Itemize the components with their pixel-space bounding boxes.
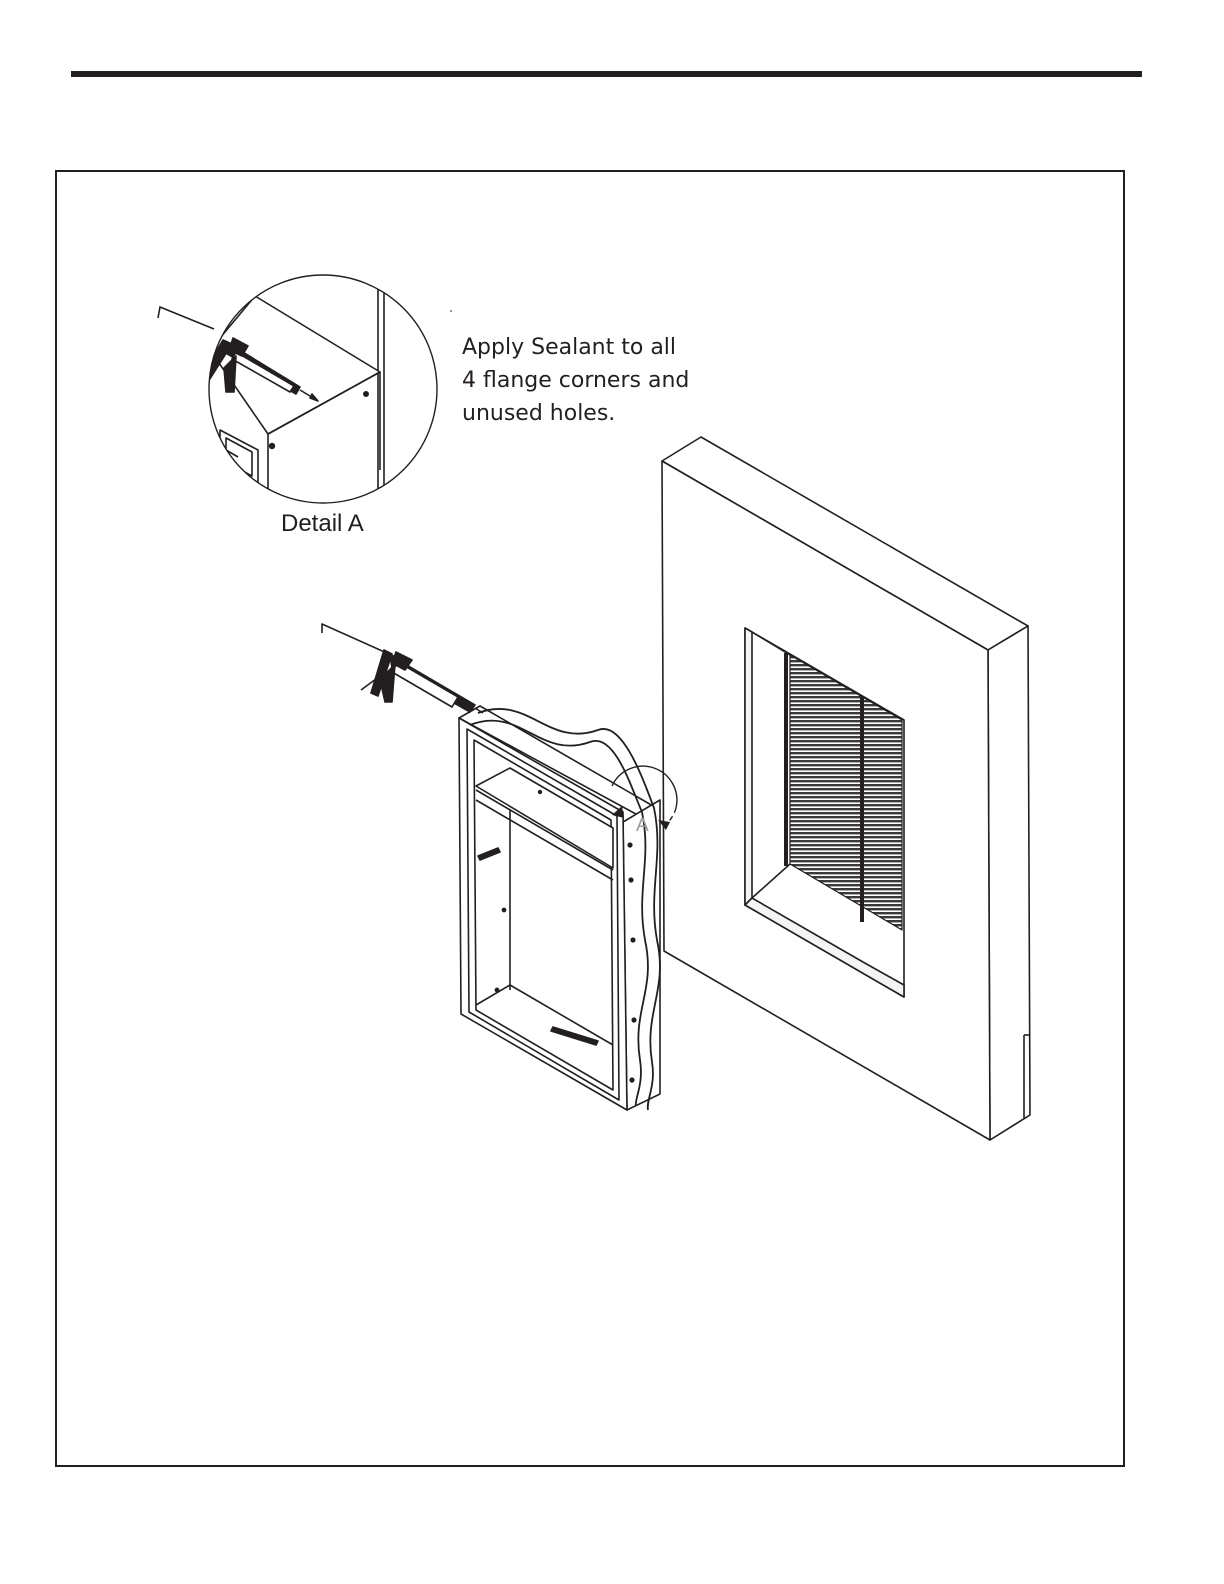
detail-a-label: Detail A: [281, 510, 364, 538]
wall-sleeve: [459, 706, 660, 1110]
sealant-instruction: Apply Sealant to all 4 flange corners an…: [462, 331, 762, 430]
detail-a-gun-handle: [158, 307, 214, 329]
instruction-line-2: 4 flange corners and: [462, 364, 762, 397]
detail-callout-letter: A: [636, 815, 649, 837]
instruction-line-3: unused holes.: [462, 397, 762, 430]
caulking-gun-icon: [322, 624, 483, 713]
instruction-line-1: Apply Sealant to all: [462, 331, 762, 364]
